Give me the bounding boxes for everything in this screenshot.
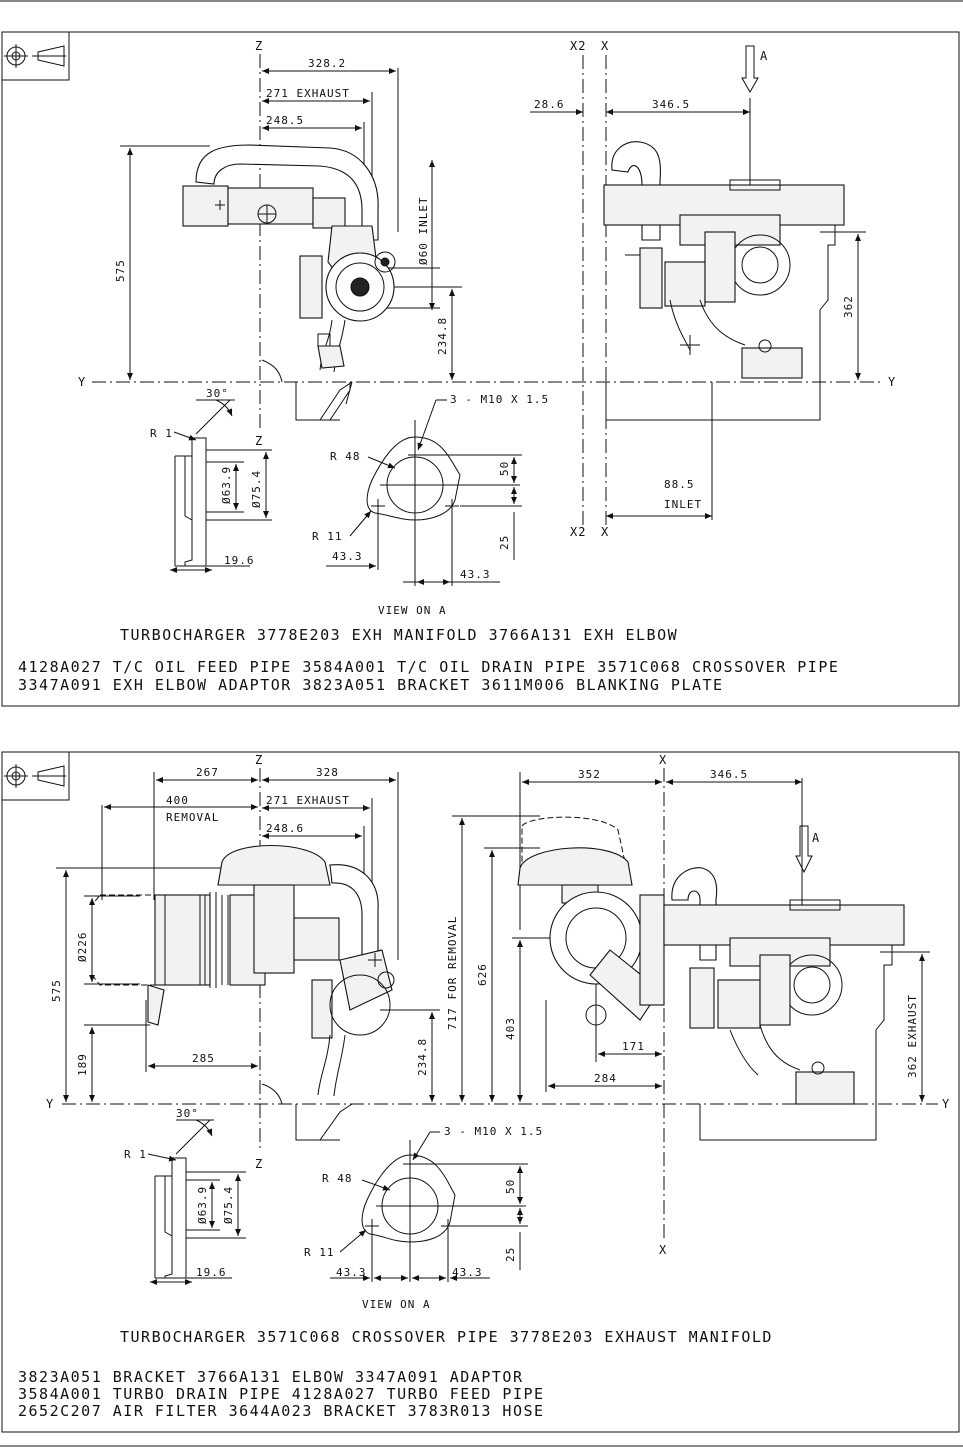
y-axis-label-left: Y [78,375,86,389]
lower-end-view-turbo [517,816,905,1141]
upper-caption-line-2: 4128A027 T/C OIL FEED PIPE 3584A001 T/C … [18,658,839,676]
view-bolts-spec-lower: 3 - M10 X 1.5 [444,1125,543,1138]
dim-362: 362 [842,295,855,318]
dim-400: 400 [166,794,189,807]
upper-end-dimensions: 28.6 346.5 A 362 88.5 INLET [530,45,866,520]
lower-caption-line-3: 3584A001 TURBO DRAIN PIPE 4128A027 TURBO… [18,1385,545,1403]
dim-328: 328 [316,766,339,779]
view-r48-lower: R 48 [322,1172,353,1185]
lower-caption-line-2: 3823A051 BRACKET 3766A131 ELBOW 3347A091… [18,1368,523,1386]
view-a-arrow-label: A [760,49,768,63]
dim-88-5: 88.5 [664,478,695,491]
z-axis-label-bottom-lower: Z [255,1157,263,1171]
dim-inlet-label: INLET [664,498,702,511]
projection-symbol-upper [1,31,70,81]
x2-axis-label-bottom: X2 [570,525,586,539]
dim-346-5: 346.5 [652,98,690,111]
dim-248-5: 248.5 [266,114,304,127]
view-on-a-title: VIEW ON A [378,604,447,617]
dim-328-2: 328.2 [308,57,346,70]
dim-171: 171 [622,1040,645,1053]
dim-575: 575 [114,259,127,282]
view-r11: R 11 [312,530,343,543]
projection-symbol-lower [1,751,70,801]
dim-575-lower: 575 [50,979,63,1002]
view-h25-lower: 25 [504,1247,517,1262]
dim-346-5-lower: 346.5 [710,768,748,781]
dim-271-exhaust: 271 EXHAUST [266,87,350,100]
z-axis-label: Z [255,39,263,53]
dim-28-6: 28.6 [534,98,565,111]
view-r11-lower: R 11 [304,1246,335,1259]
lower-drawing: Y Y Z Z X X 267 328 400 REMOVAL 271 EXHA… [1,751,960,1433]
view-h25: 25 [498,535,511,550]
flange-width-19-6-lower: 19.6 [196,1266,227,1279]
flange-d63-9-lower: Ø63.9 [196,1186,209,1224]
x2-axis-label: X2 [570,39,586,53]
dim-60-inlet: Ø60 INLET [417,196,430,265]
lower-frame [1,751,960,1433]
dim-626: 626 [476,963,489,986]
upper-view-on-a: 3 - M10 X 1.5 R 48 R 11 50 25 43.3 43.3 … [312,393,549,617]
dim-285: 285 [192,1052,215,1065]
x-axis-label-bottom-lower: X [659,1243,667,1257]
x-axis-label-bottom: X [601,525,609,539]
dim-234-8-lower: 234.8 [416,1038,429,1076]
view-h50-lower: 50 [504,1179,517,1194]
view-on-a-title-lower: VIEW ON A [362,1298,431,1311]
upper-end-view-turbo [603,141,845,421]
lower-view-on-a: 3 - M10 X 1.5 R 48 R 11 50 25 43.3 43.3 … [304,1125,543,1311]
flange-angle-30: 30° [206,387,229,400]
dim-717-for-removal: 717 FOR REMOVAL [446,916,459,1030]
view-w43-3-left-lower: 43.3 [336,1266,367,1279]
dim-352: 352 [578,768,601,781]
dim-226-diameter: Ø226 [76,932,89,963]
x-axis-label: X [601,39,609,53]
view-bolts-spec: 3 - M10 X 1.5 [450,393,549,406]
upper-side-view-turbo [182,144,396,421]
y-axis-label-right-lower: Y [942,1097,950,1111]
z-axis-label-lower: Z [255,753,263,767]
flange-r1: R 1 [150,427,173,440]
dim-267: 267 [196,766,219,779]
dim-234-8: 234.8 [436,317,449,355]
z-axis-label-bottom: Z [255,434,263,448]
y-axis-label-left-lower: Y [46,1097,54,1111]
upper-caption-line-3: 3347A091 EXH ELBOW ADAPTOR 3823A051 BRAC… [18,676,724,694]
upper-side-dimensions: 328.2 271 EXHAUST 248.5 575 Ø60 INLET 23… [114,57,462,380]
lower-flange-detail: 30° R 1 Ø63.9 Ø75.4 19.6 [124,1107,246,1285]
lower-end-dimensions: 352 346.5 A 717 FOR REMOVAL 626 403 171 … [446,768,930,1102]
dim-403: 403 [504,1017,517,1040]
flange-d63-9: Ø63.9 [220,466,233,504]
lower-side-view-turbo [91,844,395,1141]
x-axis-label-lower: X [659,753,667,767]
lower-caption-line-4: 2652C207 AIR FILTER 3644A023 BRACKET 378… [18,1402,545,1420]
view-h50: 50 [498,461,511,476]
view-w43-3-right: 43.3 [460,568,491,581]
y-axis-label-right: Y [888,375,896,389]
dim-189: 189 [76,1053,89,1076]
upper-flange-detail: 30° R 1 Ø63.9 Ø75.4 19.6 [150,387,272,573]
dim-284: 284 [594,1072,617,1085]
upper-frame [1,31,960,707]
upper-caption-line-1: TURBOCHARGER 3778E203 EXH MANIFOLD 3766A… [120,626,678,644]
dim-362-exhaust: 362 EXHAUST [906,994,919,1078]
lower-caption-line-1: TURBOCHARGER 3571C068 CROSSOVER PIPE 377… [120,1328,773,1346]
dim-removal-label: REMOVAL [166,811,219,824]
view-r48: R 48 [330,450,361,463]
view-a-arrow-label-lower: A [812,831,820,845]
view-w43-3-right-lower: 43.3 [452,1266,483,1279]
upper-drawing: Y Y Z Z X2 X X2 X 328.2 271 EXHAUST 248.… [1,31,960,707]
dim-271-exhaust-lower: 271 EXHAUST [266,794,350,807]
view-w43-3-left: 43.3 [332,550,363,563]
flange-d75-4: Ø75.4 [250,470,263,508]
flange-angle-30-lower: 30° [176,1107,199,1120]
dim-248-6: 248.6 [266,822,304,835]
flange-r1-lower: R 1 [124,1148,147,1161]
flange-d75-4-lower: Ø75.4 [222,1186,235,1224]
flange-width-19-6: 19.6 [224,554,255,567]
